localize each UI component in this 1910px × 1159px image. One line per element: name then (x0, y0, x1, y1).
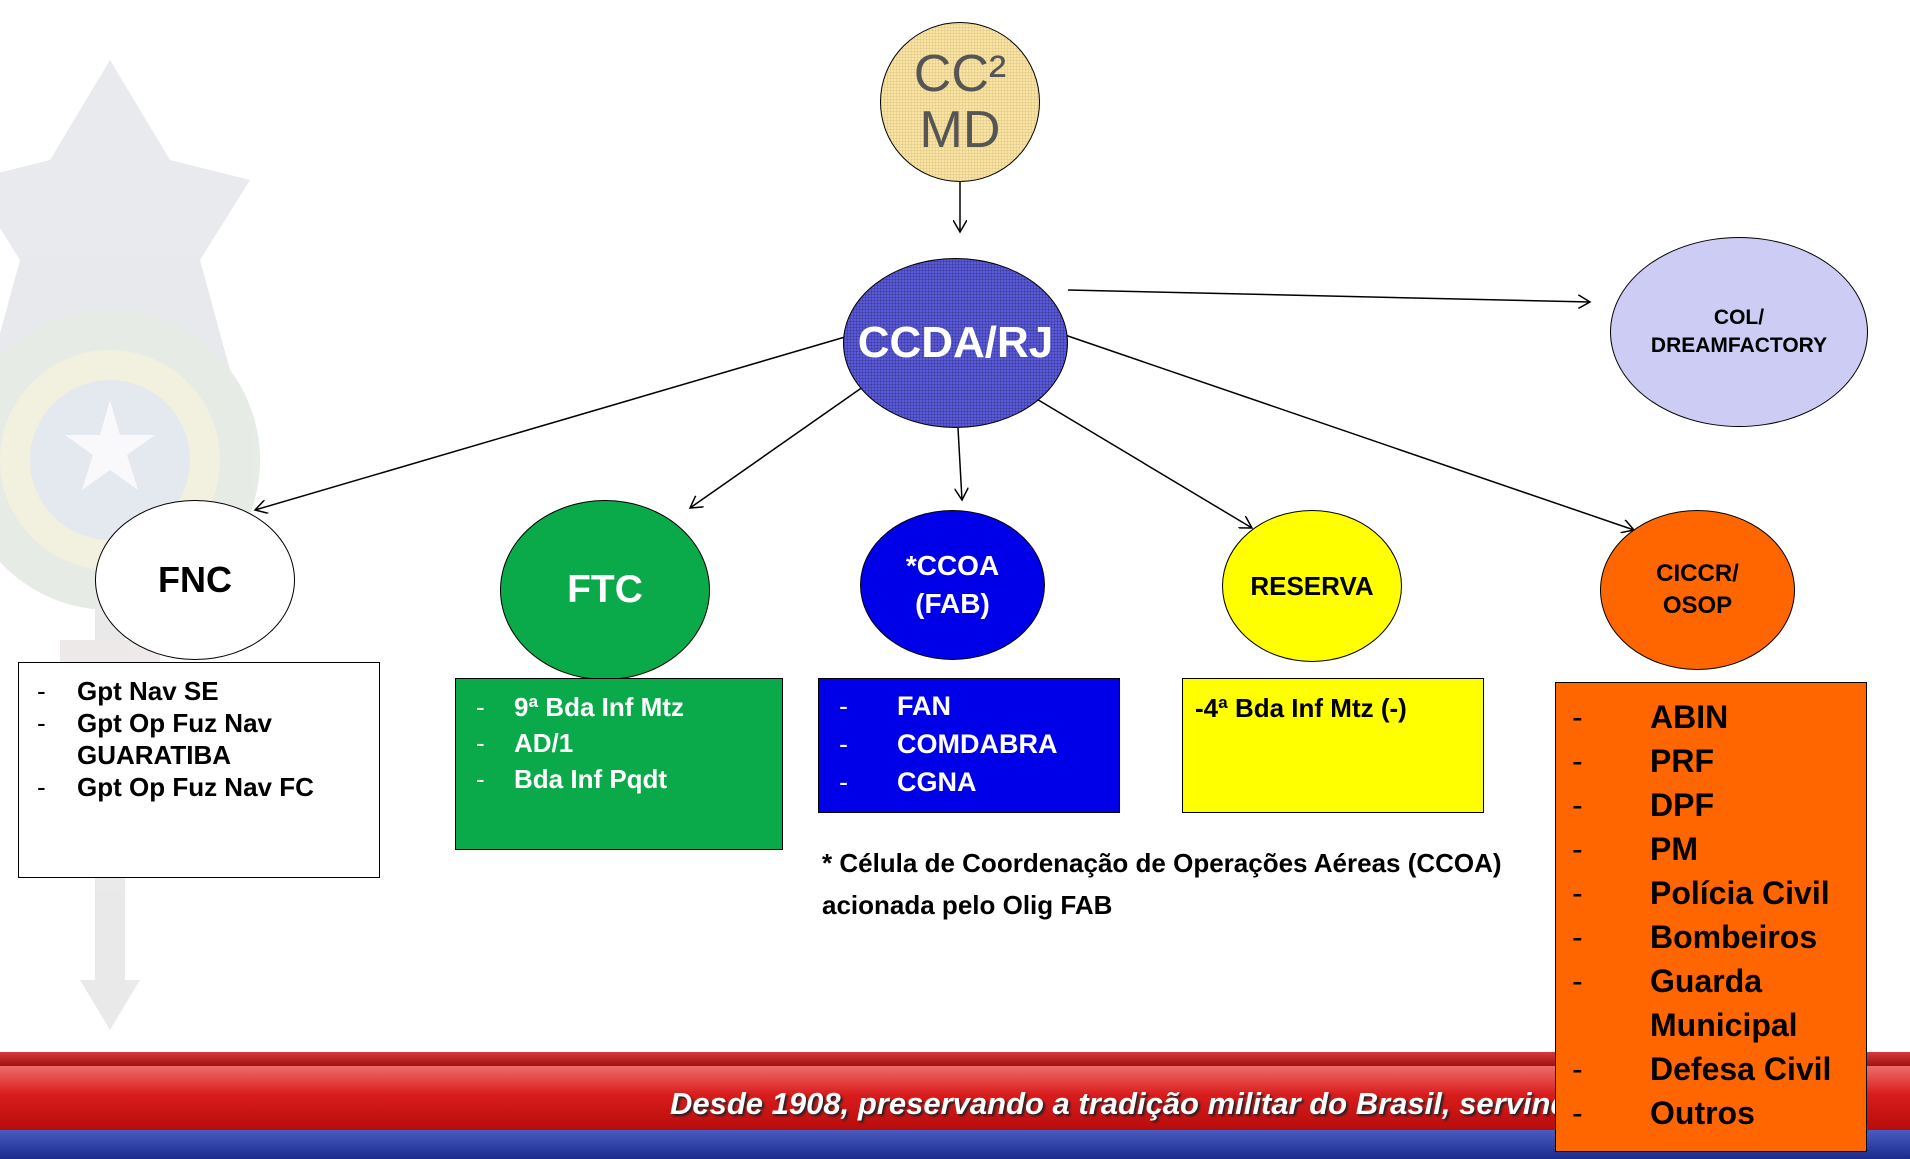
list-item: -Gpt Op Fuz Nav FC (37, 772, 314, 802)
node-cc-md: CC² MD (880, 22, 1040, 182)
arrow-ccda-to-ftc (690, 381, 871, 508)
box-fnc-units: -Gpt Nav SE -Gpt Op Fuz Nav GUARATIBA -G… (18, 662, 380, 878)
reserva-item-label: -4ª Bda Inf Mtz (-) (1195, 693, 1407, 723)
list-item-label: Gpt Nav SE (77, 676, 219, 706)
node-ciccr-osop: CICCR/ OSOP (1600, 510, 1795, 670)
node-ftc-label: FTC (567, 568, 643, 611)
list-item: -Defesa Civil (1572, 1051, 1832, 1087)
list-item: -PM (1572, 831, 1698, 867)
footer-band-top (0, 1052, 1910, 1066)
node-ccoa: *CCOA (FAB) (860, 510, 1045, 660)
list-item: -AD/1 (476, 728, 574, 758)
list-item: -COMDABRA (839, 729, 1058, 759)
node-fnc-label: FNC (158, 559, 232, 600)
list-item: -Bombeiros (1572, 919, 1818, 955)
node-reserva: RESERVA (1222, 510, 1402, 662)
box-ciccr-agencies: -ABIN -PRF -DPF -PM -Polícia Civil -Bomb… (1555, 682, 1867, 1152)
list-item-label: Defesa Civil (1650, 1051, 1832, 1087)
footnote: * Célula de Coordenação de Operações Aér… (822, 848, 1502, 920)
list-item: -Polícia Civil (1572, 875, 1830, 911)
arrow-ccda-to-fnc (255, 336, 846, 510)
list-item-label: AD/1 (514, 728, 574, 758)
list-item-label: Bda Inf Pqdt (514, 764, 668, 794)
list-item: -Outros (1572, 1095, 1755, 1131)
node-ccda-rj: CCDA/RJ (843, 258, 1068, 428)
list-item: -9ª Bda Inf Mtz (476, 692, 684, 722)
list-item: -ABIN (1572, 699, 1729, 735)
node-ccoa-label: *CCOA (FAB) (905, 550, 1000, 619)
list-item-label: PM (1650, 831, 1698, 867)
list-item: -PRF (1572, 743, 1714, 779)
list-item-label: 9ª Bda Inf Mtz (514, 692, 684, 722)
list-item-label: Gpt Op Fuz Nav FC (77, 772, 314, 802)
node-fnc: FNC (95, 500, 295, 660)
node-col-label: COL/ DREAMFACTORY (1650, 306, 1828, 357)
list-item-label: COMDABRA (897, 729, 1058, 759)
arrow-ccda-to-ccoa (958, 427, 962, 500)
arrow-ccda-to-reserva (1029, 394, 1252, 528)
node-cc-md-label: CC² MD (913, 45, 1007, 159)
node-reserva-label: RESERVA (1250, 570, 1374, 601)
list-item: -CGNA (839, 767, 977, 797)
list-item-label: Outros (1650, 1095, 1755, 1131)
list-item: -Guarda Municipal (1572, 963, 1798, 1043)
list-item: -Bda Inf Pqdt (476, 764, 668, 794)
box-ftc-units: -9ª Bda Inf Mtz -AD/1 -Bda Inf Pqdt (455, 678, 783, 850)
list-item-label: Bombeiros (1650, 919, 1818, 955)
list-item: -Gpt Nav SE (37, 676, 219, 706)
arrow-ccda-to-col (1067, 289, 1590, 302)
list-item-label: Guarda Municipal (1650, 963, 1798, 1043)
list-item: -FAN (839, 691, 951, 721)
node-col-dreamfactory: COL/ DREAMFACTORY (1610, 237, 1868, 427)
list-item: -Gpt Op Fuz Nav GUARATIBA (37, 708, 272, 770)
list-item-label: DPF (1650, 787, 1714, 823)
arrow-ccda-to-ciccr (1064, 334, 1634, 530)
node-ccda-label: CCDA/RJ (857, 318, 1054, 367)
node-ciccr-label: CICCR/ OSOP (1656, 560, 1739, 619)
list-item-label: Polícia Civil (1650, 875, 1830, 911)
list-item-label: FAN (897, 691, 951, 721)
list-item-label: CGNA (897, 767, 977, 797)
list-item-label: PRF (1650, 743, 1714, 779)
node-ftc: FTC (500, 500, 710, 680)
box-ccoa-units: -FAN -COMDABRA -CGNA (818, 678, 1120, 813)
box-reserva-units: -4ª Bda Inf Mtz (-) (1182, 678, 1484, 813)
list-item-label: ABIN (1650, 699, 1729, 735)
list-item: -DPF (1572, 787, 1714, 823)
list-item-label: Gpt Op Fuz Nav GUARATIBA (77, 708, 272, 770)
